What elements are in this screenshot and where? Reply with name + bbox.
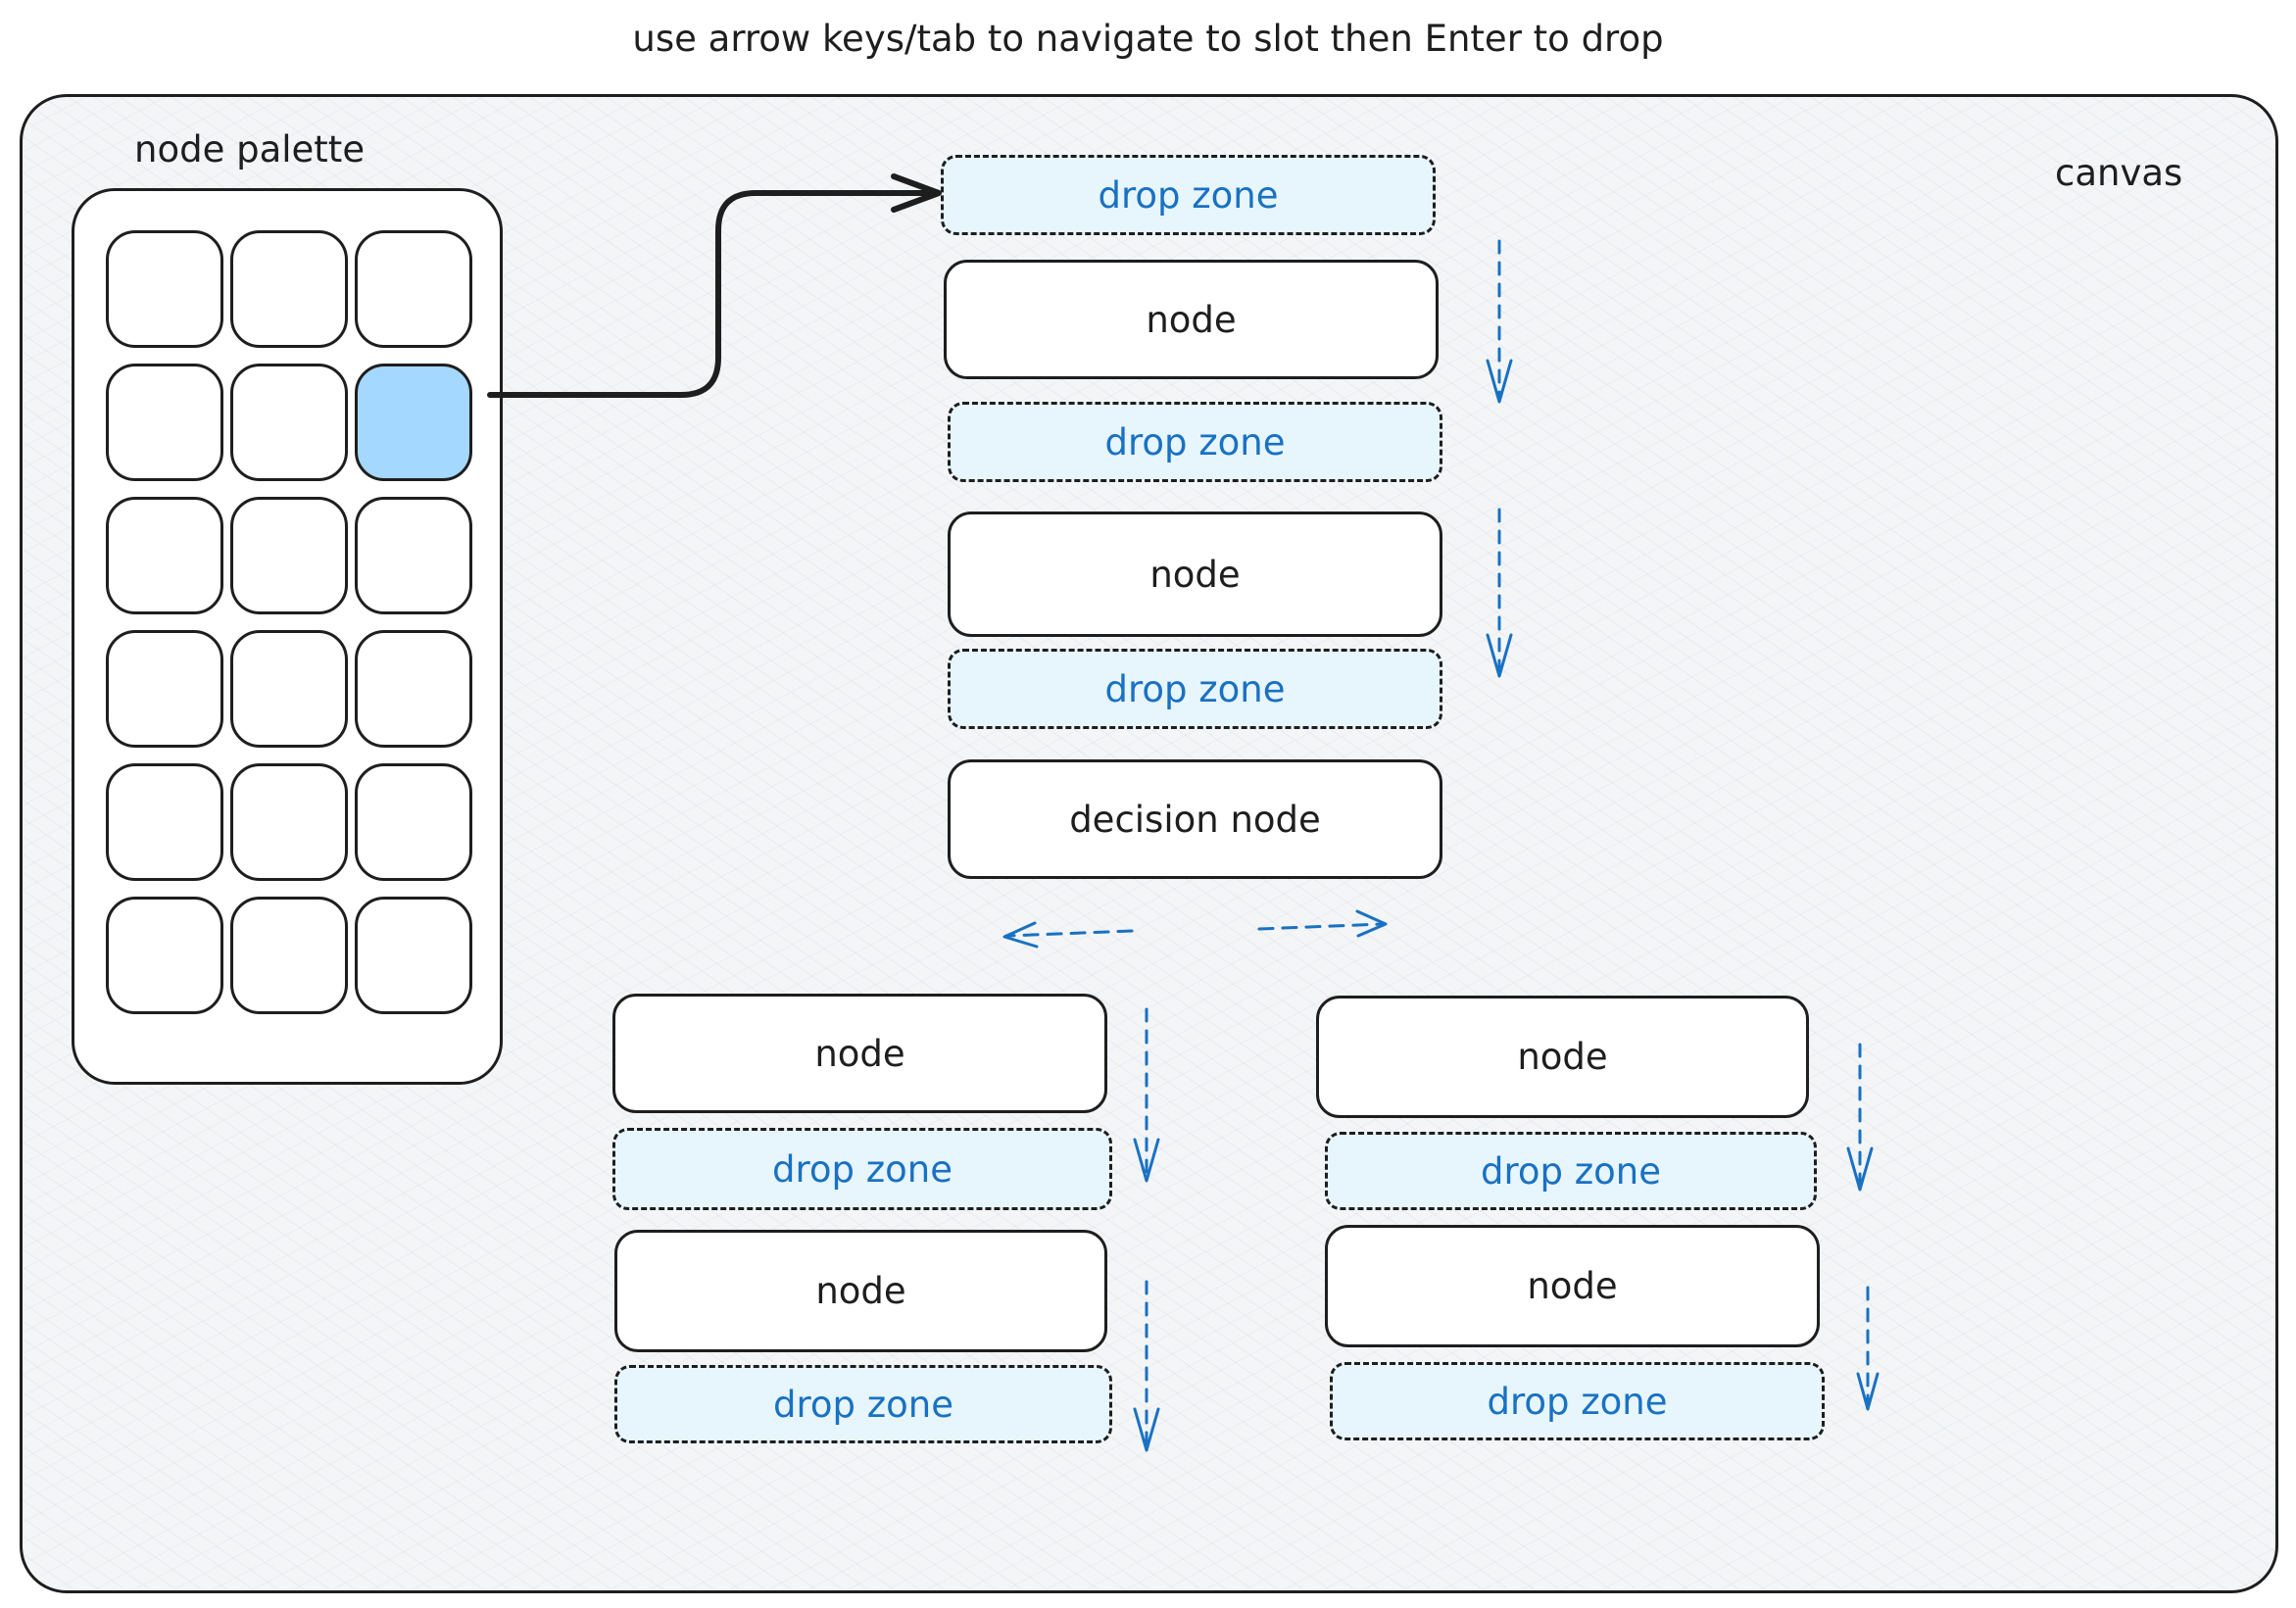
main-node-2[interactable]: node (948, 512, 1442, 637)
left-branch-node-2[interactable]: node (614, 1230, 1107, 1352)
palette-slot[interactable] (230, 897, 348, 1014)
palette-slot[interactable] (230, 364, 348, 481)
right-branch-node-1[interactable]: node (1316, 996, 1809, 1118)
main-drop-zone-2[interactable]: drop zone (948, 649, 1442, 729)
main-drop-zone-1[interactable]: drop zone (948, 402, 1442, 482)
instruction-text: use arrow keys/tab to navigate to slot t… (632, 18, 1664, 60)
palette-slot[interactable] (106, 897, 223, 1014)
palette-slot[interactable] (106, 230, 223, 348)
palette-slot[interactable] (106, 630, 223, 748)
palette-slot[interactable] (230, 630, 348, 748)
left-branch-node-1[interactable]: node (612, 994, 1107, 1113)
palette-slot[interactable] (106, 364, 223, 481)
right-branch-drop-zone-2[interactable]: drop zone (1330, 1362, 1825, 1440)
drop-zone-top[interactable]: drop zone (941, 155, 1436, 235)
left-branch-drop-zone-2[interactable]: drop zone (614, 1365, 1112, 1443)
palette-slot[interactable] (106, 763, 223, 881)
main-node-1[interactable]: node (944, 260, 1439, 379)
node-palette (72, 188, 503, 1085)
palette-slot[interactable] (355, 630, 472, 748)
palette-slot[interactable] (355, 497, 472, 614)
left-branch-drop-zone-1[interactable]: drop zone (612, 1128, 1112, 1210)
right-branch-node-2[interactable]: node (1325, 1225, 1820, 1347)
palette-slot[interactable] (355, 897, 472, 1014)
decision-node[interactable]: decision node (948, 759, 1442, 879)
node-palette-label: node palette (134, 128, 366, 171)
palette-grid (106, 230, 472, 1014)
palette-slot-selected[interactable] (355, 364, 472, 481)
palette-slot[interactable] (230, 497, 348, 614)
palette-slot[interactable] (230, 763, 348, 881)
palette-slot[interactable] (355, 230, 472, 348)
palette-slot[interactable] (355, 763, 472, 881)
right-branch-drop-zone-1[interactable]: drop zone (1325, 1132, 1817, 1210)
canvas-label: canvas (2055, 152, 2183, 194)
palette-slot[interactable] (106, 497, 223, 614)
palette-slot[interactable] (230, 230, 348, 348)
